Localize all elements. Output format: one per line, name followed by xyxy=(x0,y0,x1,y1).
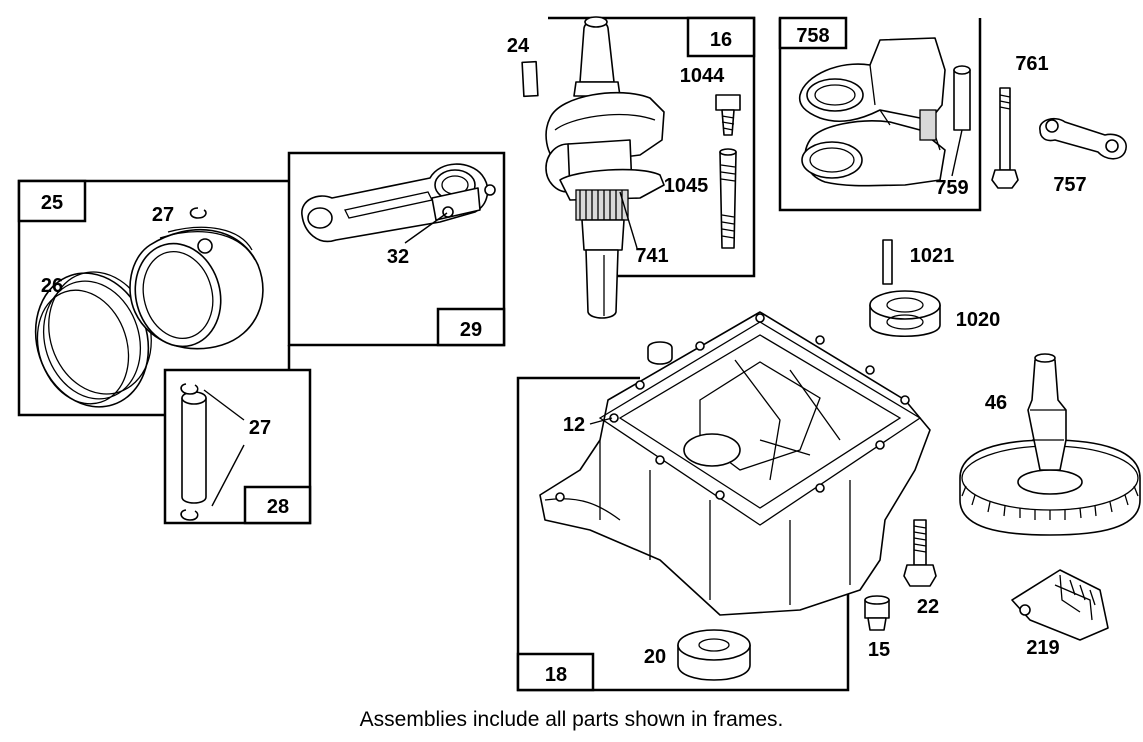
seal-20-drawing xyxy=(677,629,751,681)
bolt-22-drawing xyxy=(903,519,937,587)
assembly-28-label: 28 xyxy=(267,496,289,518)
plug-15-drawing xyxy=(864,595,890,631)
part-1021-label: 1021 xyxy=(910,245,955,267)
part-1044-label: 1044 xyxy=(680,65,725,87)
bolt-1044-drawing xyxy=(715,94,741,136)
part-761-label: 761 xyxy=(1015,53,1048,75)
diagram-caption: Assemblies include all parts shown in fr… xyxy=(359,708,784,731)
bolt-761-drawing xyxy=(991,87,1019,189)
part-759-label: 759 xyxy=(935,177,968,199)
part-24-label: 24 xyxy=(507,35,530,57)
part-12-label: 12 xyxy=(563,414,585,436)
part-1045-label: 1045 xyxy=(664,175,709,197)
frame-16: 16 xyxy=(548,16,756,278)
frame-28: 28 xyxy=(163,368,312,525)
assembly-16-label: 16 xyxy=(710,29,732,51)
part-22-label: 22 xyxy=(917,596,939,618)
part-46-label: 46 xyxy=(985,392,1007,414)
piston-pin-drawing xyxy=(180,383,207,521)
pin-759-drawing xyxy=(953,65,971,131)
part-757-label: 757 xyxy=(1053,174,1086,196)
key-24-drawing xyxy=(521,60,539,98)
part-1020-label: 1020 xyxy=(956,309,1001,331)
crankshaft-drawing xyxy=(545,16,665,319)
governor-219-drawing xyxy=(1011,569,1109,641)
frame-25: 25 xyxy=(17,179,291,417)
camshaft-46-drawing xyxy=(959,353,1141,536)
retaining-clip-upper xyxy=(189,207,207,219)
part-20-label: 20 xyxy=(644,646,666,668)
assembly-758-label: 758 xyxy=(796,25,829,47)
stud-1045-drawing xyxy=(719,148,737,249)
connecting-rod-drawing xyxy=(301,163,496,243)
pin-1021-drawing xyxy=(882,239,893,285)
frame-758: 758 xyxy=(778,16,982,212)
part-15-label: 15 xyxy=(868,639,890,661)
assembly-25-label: 25 xyxy=(41,192,63,214)
piston-drawing xyxy=(129,226,264,350)
part-219-label: 219 xyxy=(1026,637,1059,659)
part-26-label: 26 xyxy=(41,275,63,297)
crankcase-drawing xyxy=(539,311,931,616)
assembly-18-label: 18 xyxy=(545,664,567,686)
part-27-lower-label: 27 xyxy=(249,417,271,439)
frame-18: 18 xyxy=(516,376,850,692)
rod-cap-757-drawing xyxy=(1039,118,1127,160)
bushing-1020-drawing xyxy=(869,290,941,338)
part-741-label: 741 xyxy=(635,245,668,267)
frame-29: 29 xyxy=(287,151,506,347)
part-27-upper-label: 27 xyxy=(152,204,174,226)
part-labels: 24 1044 1045 741 761 759 757 27 26 32 27… xyxy=(41,35,1087,668)
assembly-29-label: 29 xyxy=(460,319,482,341)
bearing-housing-drawing xyxy=(798,37,946,187)
part-32-label: 32 xyxy=(387,246,409,268)
